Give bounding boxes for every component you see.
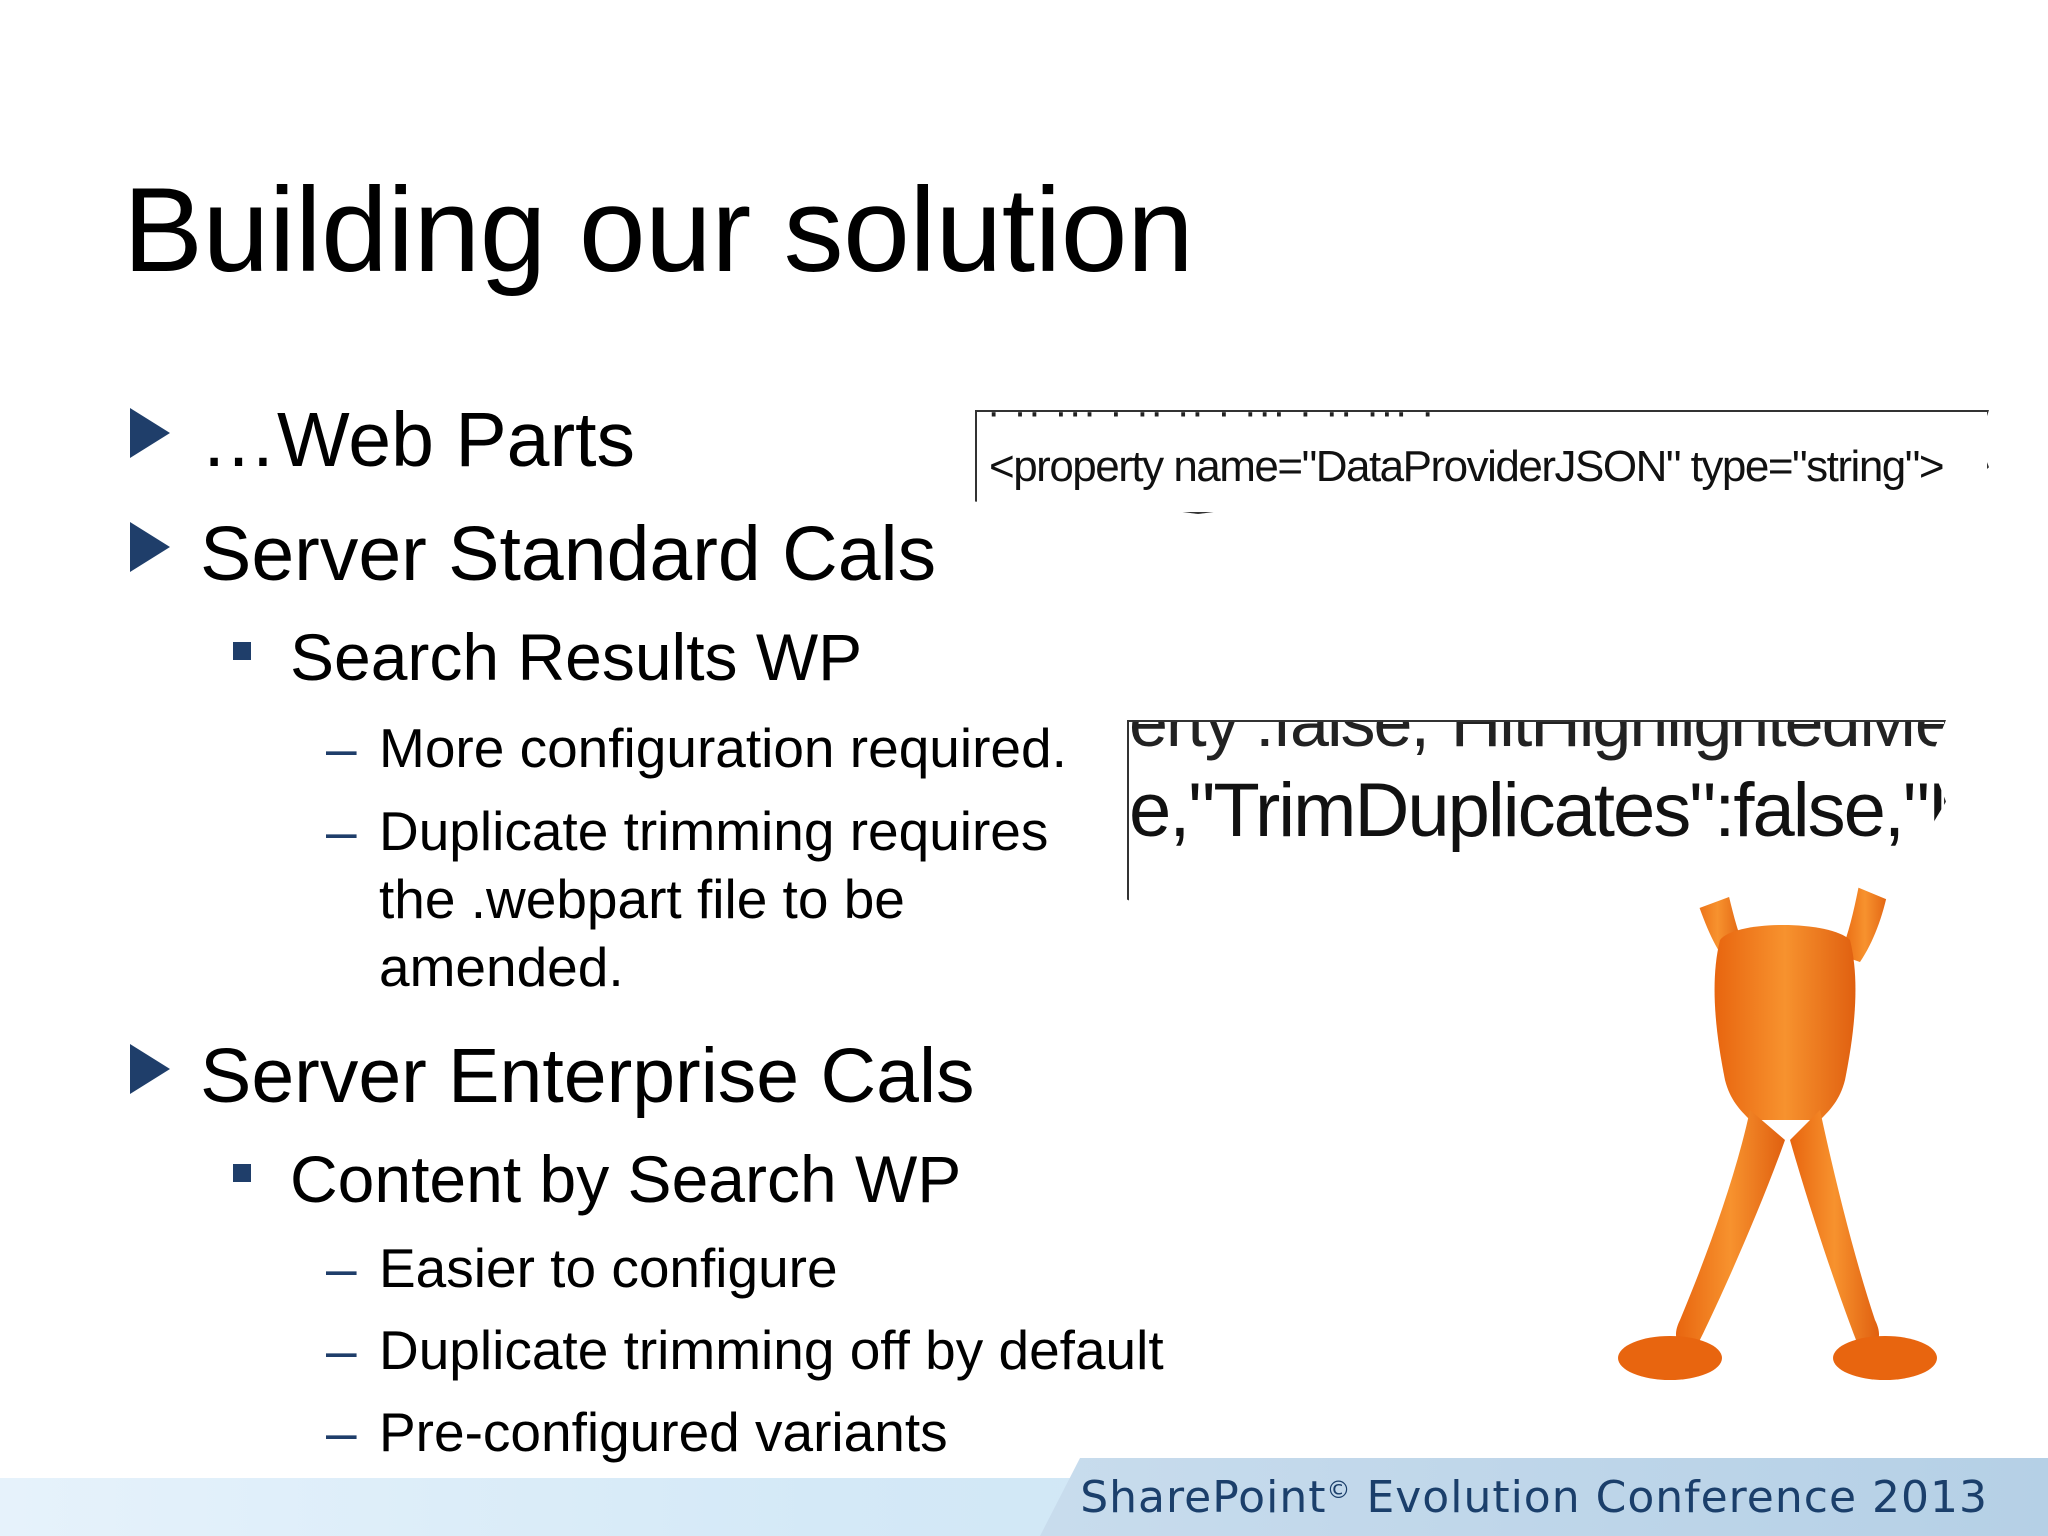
code-scrap-top: · ·· ··· · ·· ·· · ··· · ·· ··· · <prope… [975,410,1989,514]
triangle-bullet-icon [130,408,170,458]
code-scrap-middle: erty :false,"HitHighlightedMe e,"TrimDup… [1127,720,1946,920]
code-scrap-middle-text: e,"TrimDuplicates":false,"Pr [1129,768,1946,853]
sub-item-preconfigured-variants: Pre-configured variants [379,1401,948,1463]
footer-brand: SharePoint [1080,1472,1327,1523]
bullet-search-results-wp: Search Results WP [290,620,863,694]
dash-bullet-icon: – [326,800,357,862]
sub-item-duplicate-trimming-line2: the .webpart file to be [379,868,905,930]
footer-tab [1040,1458,2048,1536]
square-bullet-icon [233,642,251,660]
bullet-web-parts: …Web Parts [200,397,636,483]
footer-rest: Evolution Conference 2013 [1351,1472,1988,1523]
square-bullet-icon [233,1164,251,1182]
triangle-bullet-icon [130,522,170,572]
sub-item-duplicate-trimming-off: Duplicate trimming off by default [379,1319,1164,1381]
code-scrap-top-partial-line: · ·· ··· · ·· ·· · ··· · ·· ··· · [987,410,1436,434]
sub-item-duplicate-trimming-line1: Duplicate trimming requires [379,800,1049,862]
sub-item-duplicate-trimming-line3: amended. [379,936,624,998]
code-scrap-middle-partial-line: erty :false,"HitHighlightedMe [1129,720,1946,761]
dash-bullet-icon: – [326,717,357,779]
sub-item-easier-to-configure: Easier to configure [379,1237,838,1299]
dash-bullet-icon: – [326,1237,357,1299]
bullet-server-standard-cals: Server Standard Cals [200,511,937,597]
triangle-bullet-icon [130,1044,170,1094]
footer-conference-name: SharePoint© Evolution Conference 2013 [1080,1472,1988,1523]
dash-bullet-icon: – [326,1319,357,1381]
dash-bullet-icon: – [326,1401,357,1463]
footer-mark: © [1326,1476,1352,1504]
orange-figure-illustration [1618,880,1937,1380]
bullet-content-by-search-wp: Content by Search WP [290,1142,962,1216]
sub-item-more-config: More configuration required. [379,717,1067,779]
slide-title: Building our solution [123,163,1194,297]
code-scrap-top-text: <property name="DataProviderJSON" type="… [989,442,1945,491]
bullet-server-enterprise-cals: Server Enterprise Cals [200,1033,975,1119]
